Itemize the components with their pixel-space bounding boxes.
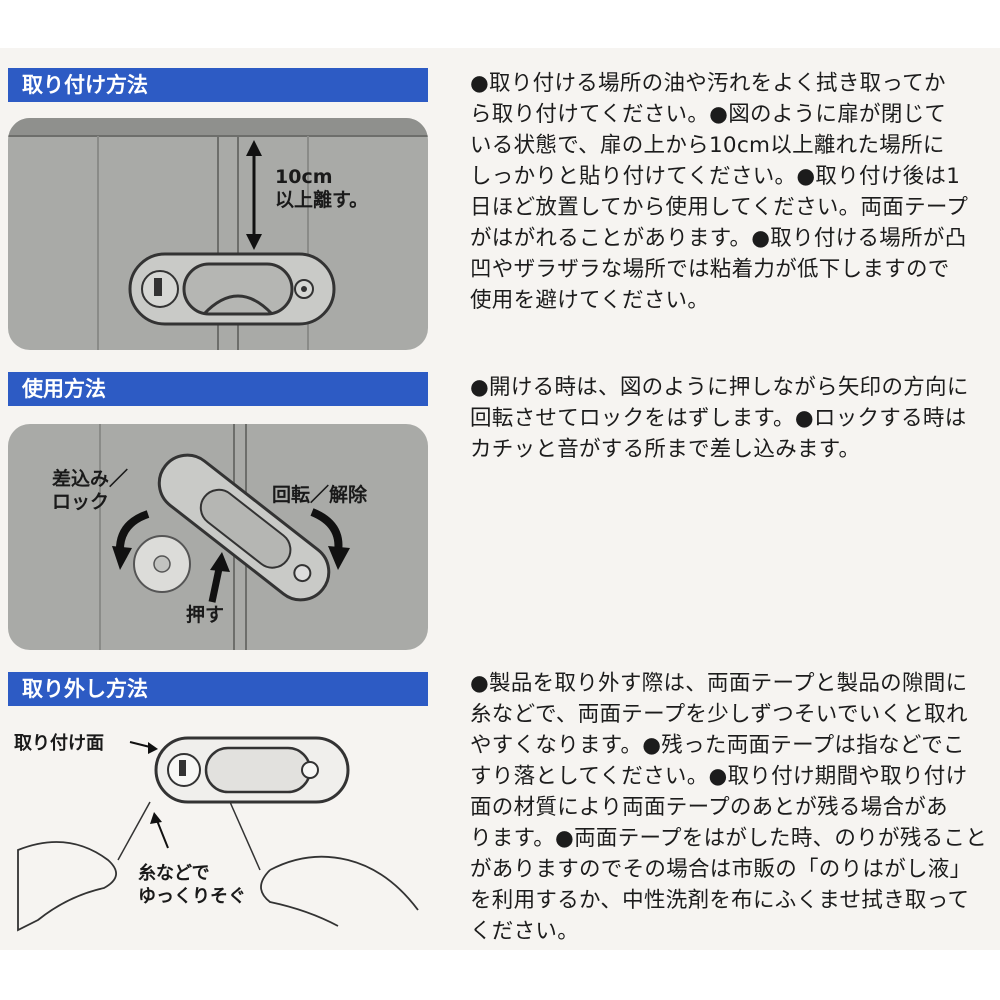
label-mount-surface: 取り付け面 <box>14 733 104 754</box>
section-header-install: 取り付け方法 <box>8 68 428 102</box>
label-thread: 糸などで ゆっくりそぐ <box>138 863 246 907</box>
label-distance: 10cm 以上離す。 <box>275 166 369 211</box>
label-rotate-release: 回転／解除 <box>272 484 368 506</box>
usage-illustration <box>8 424 428 650</box>
install-instructions: ●取り付ける場所の油や汚れをよく拭き取ってか ら取り付けてください。●図のように… <box>470 71 969 313</box>
section-header-usage: 使用方法 <box>8 372 428 406</box>
label-push: 押す <box>186 604 225 626</box>
install-illustration <box>8 118 428 350</box>
removal-illustration <box>8 720 428 940</box>
label-insert-lock: 差込み／ ロック <box>52 468 129 513</box>
removal-instructions: ●製品を取り外す際は、両面テープと製品の隙間に 糸などで、両面テープを少しずつそ… <box>470 671 988 944</box>
section-header-removal: 取り外し方法 <box>8 672 428 706</box>
instruction-page: 取り付け方法 10cm 以上離す。 ●取り付ける場所の油や汚れをよく拭き取ってか… <box>0 48 1000 950</box>
usage-instructions: ●開ける時は、図のように押しながら矢印の方向に 回転させてロックをはずします。●… <box>470 375 969 462</box>
